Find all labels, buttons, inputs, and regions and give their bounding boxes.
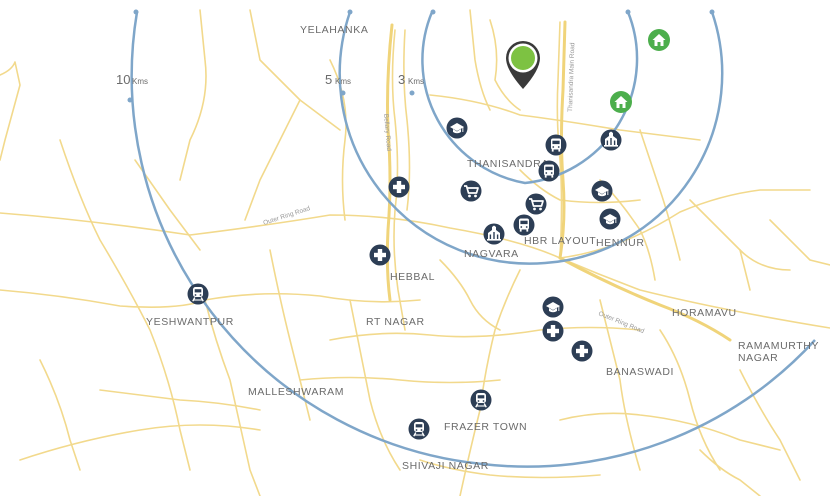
bus-icon[interactable] [538, 160, 560, 182]
area-label-horamavu: HORAMAVU [672, 307, 737, 319]
area-label-hebbal: HEBBAL [390, 271, 435, 283]
area-label-nagvara: NAGVARA [464, 248, 519, 260]
shopping-cart-icon[interactable] [460, 180, 482, 202]
home-icon[interactable] [648, 29, 670, 51]
school-icon[interactable] [591, 180, 613, 202]
svg-text:Kms: Kms [132, 77, 148, 86]
hospital-icon[interactable] [388, 176, 410, 198]
hospital-icon[interactable] [571, 340, 593, 362]
area-label-shivaji-nagar: SHIVAJI NAGAR [402, 460, 489, 472]
road-network [0, 9, 830, 496]
area-label-yeshwantpur: YESHWANTPUR [146, 316, 234, 328]
ring-label-3km: 3 Kms [398, 72, 424, 87]
ring-3km [421, 11, 639, 185]
road-label-bellary: Bellary Road [382, 114, 392, 152]
ring-markers [127, 9, 715, 103]
svg-text:5: 5 [325, 72, 332, 87]
location-pin-icon[interactable] [506, 41, 540, 89]
area-label-nagar: NAGAR [738, 352, 778, 364]
road-label-outer-ring-east: Outer Ring Road [597, 310, 645, 335]
train-icon[interactable] [470, 389, 492, 411]
school-icon[interactable] [599, 208, 621, 230]
bus-icon[interactable] [513, 214, 535, 236]
svg-text:Kms: Kms [335, 77, 351, 86]
ring-label-10km: 10 Kms [116, 72, 148, 87]
hospital-icon[interactable] [542, 320, 564, 342]
area-label-hbr-layout: HBR LAYOUT [524, 235, 596, 247]
area-label-yelahanka: YELAHANKA [300, 24, 368, 36]
school-icon[interactable] [542, 296, 564, 318]
ring-5km [338, 11, 724, 265]
shopping-cart-icon[interactable] [525, 193, 547, 215]
road-label-thanisandra-main: Thanisandra Main Road [567, 42, 576, 112]
home-icon[interactable] [610, 91, 632, 113]
road-label-outer-ring-west: Outer Ring Road [262, 205, 311, 227]
train-icon[interactable] [408, 418, 430, 440]
area-label-frazer-town: FRAZER TOWN [444, 421, 527, 433]
landmark-icon[interactable] [483, 223, 505, 245]
ring-label-5km: 5 Kms [325, 72, 351, 87]
ring-10km [130, 11, 816, 468]
area-label-hennur: HENNUR [596, 237, 645, 249]
area-label-thanisandra: THANISANDRA [467, 158, 549, 170]
area-label-malleshwaram: MALLESHWARAM [248, 386, 344, 398]
svg-text:Kms: Kms [408, 77, 424, 86]
area-label-rt-nagar: RT NAGAR [366, 316, 425, 328]
svg-text:10: 10 [116, 72, 130, 87]
svg-text:3: 3 [398, 72, 405, 87]
hospital-icon[interactable] [369, 244, 391, 266]
train-icon[interactable] [187, 283, 209, 305]
distance-rings [130, 11, 816, 468]
school-icon[interactable] [446, 117, 468, 139]
landmark-icon[interactable] [600, 129, 622, 151]
bus-icon[interactable] [545, 134, 567, 156]
area-label-ramamurthy: RAMAMURTHY [738, 340, 819, 352]
area-label-banaswadi: BANASWADI [606, 366, 674, 378]
